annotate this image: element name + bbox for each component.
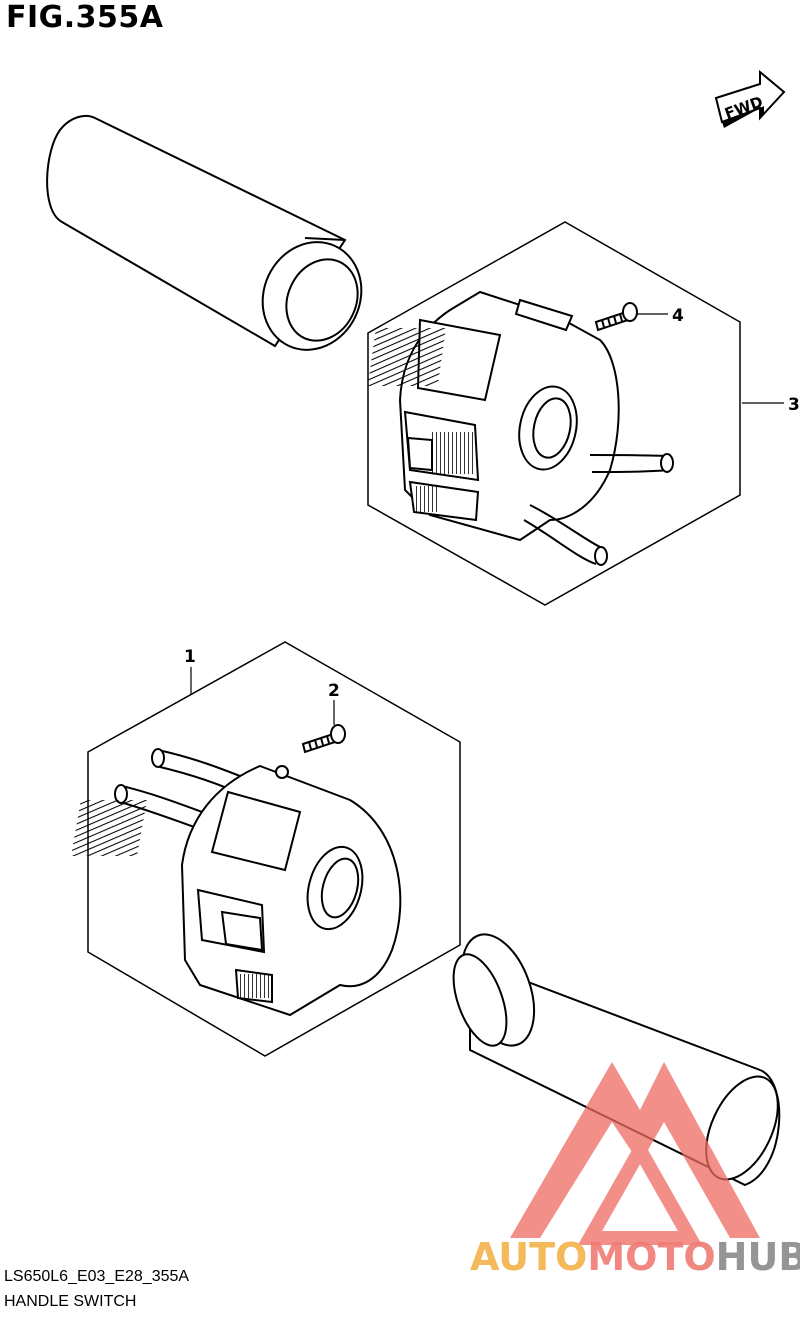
left-handle-switch — [71, 764, 402, 1017]
assembly-box-1 — [87, 641, 461, 1057]
watermark-moto: MOTO — [587, 1235, 715, 1279]
fwd-arrow-icon: FWD — [714, 69, 786, 128]
callout-1: 1 — [184, 647, 196, 695]
left-grip — [46, 114, 363, 351]
figure-model-code: LS650L6_E03_E28_355A — [4, 1268, 190, 1285]
svg-text:2: 2 — [328, 681, 340, 701]
callout-3: 3 — [742, 395, 800, 415]
screw-part-2 — [301, 724, 346, 754]
figure-name: HANDLE SWITCH — [4, 1293, 137, 1310]
watermark-hub: HUB — [716, 1235, 800, 1279]
right-switch-cables — [523, 453, 674, 566]
assembly-box-3 — [367, 221, 741, 606]
right-handle-switch — [367, 290, 620, 542]
callout-2: 2 — [328, 681, 340, 725]
svg-text:3: 3 — [788, 395, 800, 415]
watermark-auto: AUTO — [470, 1235, 587, 1279]
watermark-text: AUTOMOTOHUB — [470, 1235, 800, 1279]
right-grip — [452, 933, 781, 1187]
watermark-logo — [510, 1062, 760, 1245]
svg-text:4: 4 — [672, 306, 684, 326]
screw-part-4 — [594, 302, 638, 332]
callout-4: 4 — [636, 306, 684, 326]
svg-text:1: 1 — [184, 647, 196, 667]
figure-title: FIG.355A — [6, 0, 164, 35]
